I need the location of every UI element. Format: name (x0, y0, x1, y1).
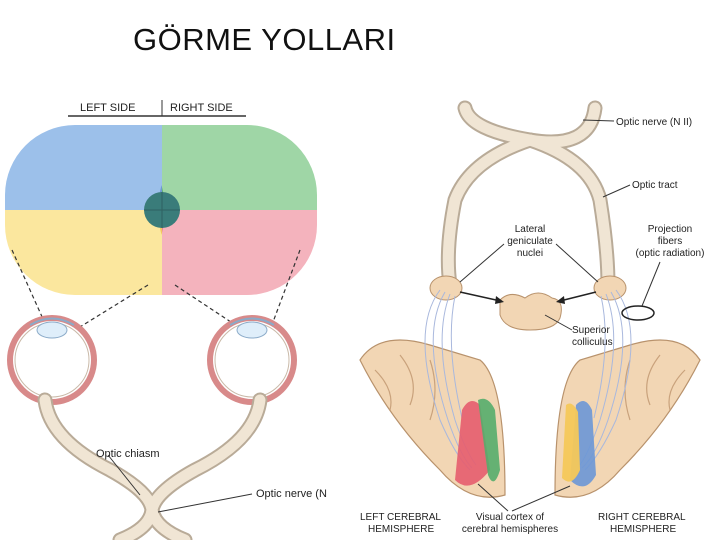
label-projection-fibers: Projection fibers (optic radiation) (636, 224, 705, 259)
left-visual-cortex (455, 398, 500, 486)
svg-text:RIGHT CEREBRAL: RIGHT CEREBRAL (598, 512, 686, 523)
svg-text:HEMISPHERE: HEMISPHERE (368, 524, 434, 535)
label-visual-cortex: Visual cortex of cerebral hemispheres (462, 512, 558, 535)
label-optic-nerve-right: Optic nerve (N II) (616, 117, 692, 128)
visual-field (5, 125, 317, 295)
svg-text:HEMISPHERE: HEMISPHERE (610, 524, 676, 535)
label-optic-tract: Optic tract (632, 180, 678, 191)
label-optic-nerve-left: Optic nerve (N (256, 488, 327, 500)
field-left-lower (5, 210, 162, 295)
label-left-hemisphere: LEFT CEREBRAL HEMISPHERE (360, 512, 441, 535)
svg-text:Lateral: Lateral (515, 224, 546, 235)
label-lateral-geniculate: Lateral geniculate nuclei (507, 224, 553, 259)
right-lateral-geniculate-nucleus (593, 275, 627, 301)
svg-text:cerebral hemispheres: cerebral hemispheres (462, 524, 558, 535)
right-visual-cortex (562, 401, 596, 487)
arrow-left-to-colliculus (459, 291, 497, 301)
svg-text:Superior: Superior (572, 325, 610, 336)
field-right-upper (162, 125, 317, 210)
field-left-upper (5, 125, 162, 210)
label-superior-colliculus: Superior colliculus (572, 325, 613, 348)
left-lateral-geniculate-nucleus (429, 275, 463, 301)
svg-text:nuclei: nuclei (517, 248, 543, 259)
svg-text:Visual cortex of: Visual cortex of (476, 512, 544, 523)
label-optic-chiasm: Optic chiasm (96, 448, 160, 460)
label-right-side: RIGHT SIDE (170, 102, 233, 114)
label-left-side: LEFT SIDE (80, 102, 135, 114)
svg-text:fibers: fibers (658, 236, 682, 247)
svg-text:geniculate: geniculate (507, 236, 553, 247)
svg-text:colliculus: colliculus (572, 337, 613, 348)
superior-colliculus (499, 292, 562, 331)
brain-hemispheres (359, 339, 701, 498)
left-eye (7, 315, 97, 405)
svg-text:(optic radiation): (optic radiation) (636, 248, 705, 259)
right-eye (207, 315, 297, 405)
label-right-hemisphere: RIGHT CEREBRAL HEMISPHERE (598, 512, 686, 535)
arrow-right-to-colliculus (563, 291, 597, 301)
field-right-lower (162, 210, 317, 295)
slide-title: GÖRME YOLLARI (133, 22, 396, 57)
svg-text:LEFT CEREBRAL: LEFT CEREBRAL (360, 512, 441, 523)
svg-text:Projection: Projection (648, 224, 692, 235)
projection-fibers-ring (621, 305, 655, 321)
